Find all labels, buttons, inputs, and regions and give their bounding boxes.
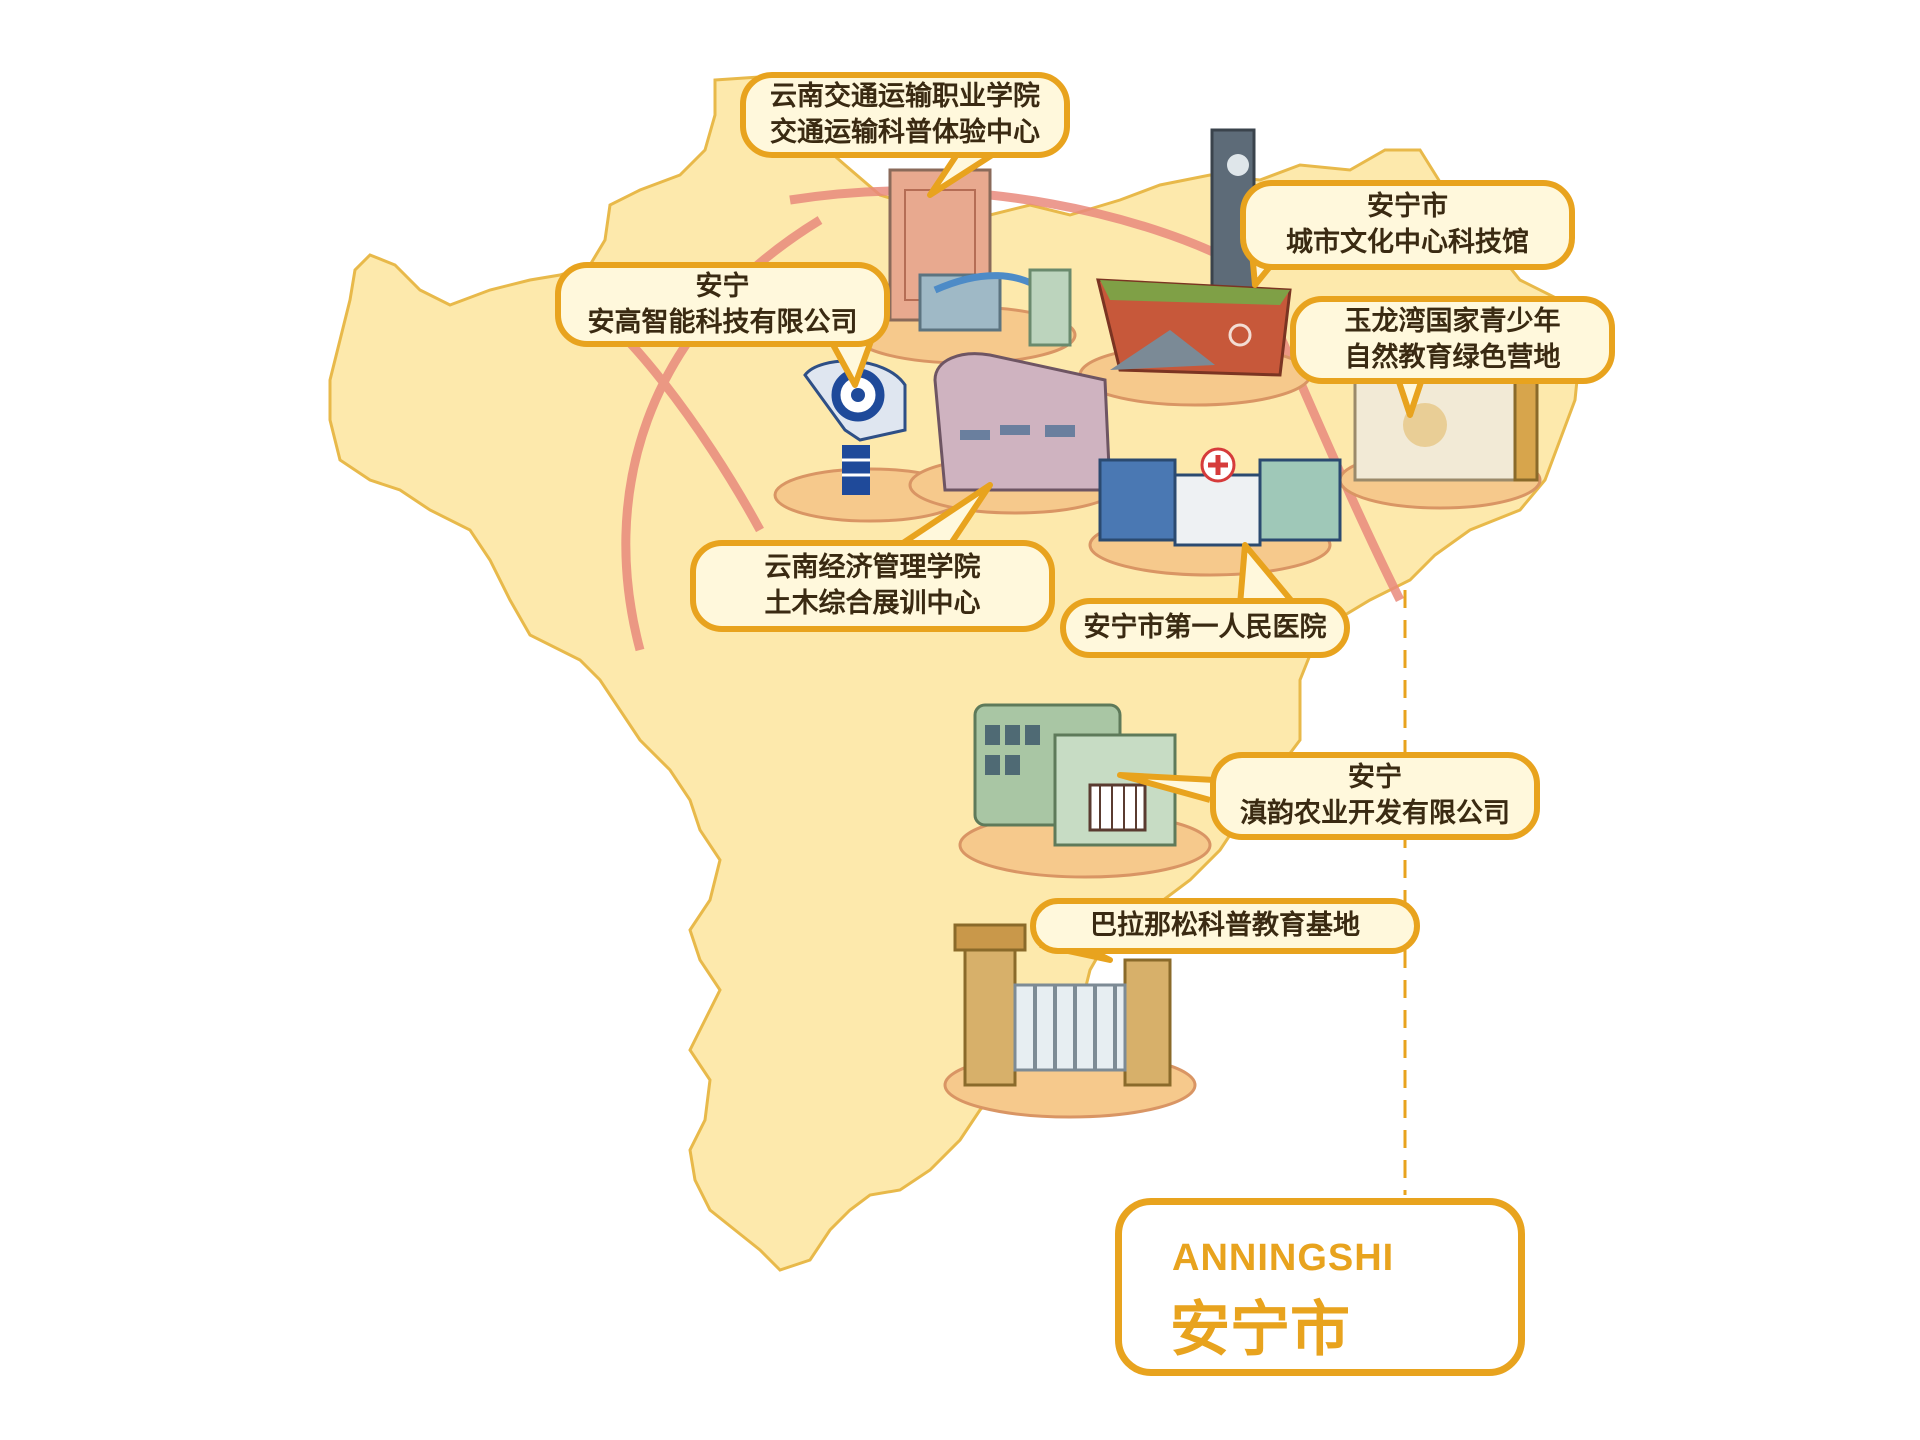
city-name-zh: 安宁市 bbox=[1170, 1295, 1350, 1365]
callout-balanasong-base[interactable]: 巴拉那松科普教育基地 bbox=[1030, 898, 1420, 954]
callout-yulongwan-camp[interactable]: 玉龙湾国家青少年 自然教育绿色营地 bbox=[1290, 296, 1615, 384]
callout-line: 安宁 bbox=[695, 270, 750, 302]
college-building-icon bbox=[888, 168, 1072, 347]
callout-line: 自然教育绿色营地 bbox=[1344, 342, 1561, 373]
callout-line: 巴拉那松科普教育基地 bbox=[1090, 910, 1360, 941]
callout-line: 滇韵农业开发有限公司 bbox=[1240, 798, 1510, 829]
callout-line: 交通运输科普体验中心 bbox=[770, 117, 1040, 148]
callout-line: 城市文化中心科技馆 bbox=[1286, 227, 1529, 258]
hospital-icon bbox=[1098, 447, 1342, 547]
factory-building-icon bbox=[973, 703, 1177, 847]
callout-line: 安宁市第一人民医院 bbox=[1083, 612, 1327, 643]
stone-monument-icon bbox=[1353, 368, 1539, 482]
city-name-box: ANNINGSHI 安宁市 bbox=[1115, 1198, 1525, 1376]
callout-line: 玉龙湾国家青少年 bbox=[1344, 306, 1561, 337]
callout-line: 安高智能科技有限公司 bbox=[587, 306, 858, 338]
callout-line: 安宁 bbox=[1348, 762, 1402, 793]
callout-yunnan-transport-college[interactable]: 云南交通运输职业学院 交通运输科普体验中心 bbox=[740, 72, 1070, 158]
city-name-en: ANNINGSHI bbox=[1172, 1237, 1395, 1279]
callout-economics-college[interactable]: 云南经济管理学院 土木综合展训中心 bbox=[690, 540, 1055, 632]
callout-culture-center[interactable]: 安宁市 城市文化中心科技馆 bbox=[1240, 180, 1575, 270]
callout-line: 安宁市 bbox=[1367, 191, 1448, 222]
callout-line: 云南经济管理学院 bbox=[764, 552, 981, 583]
callout-first-hospital[interactable]: 安宁市第一人民医院 bbox=[1060, 598, 1350, 658]
callout-dianyun-agriculture[interactable]: 安宁 滇韵农业开发有限公司 bbox=[1210, 752, 1540, 840]
callout-angao-tech[interactable]: 安宁 安高智能科技有限公司 bbox=[555, 262, 890, 347]
callout-line: 云南交通运输职业学院 bbox=[770, 81, 1040, 112]
callout-line: 土木综合展训中心 bbox=[764, 588, 981, 619]
tower-building-icon bbox=[1096, 128, 1292, 377]
robot-head-icon bbox=[803, 359, 907, 495]
training-center-icon bbox=[933, 352, 1112, 492]
gate-icon bbox=[953, 923, 1172, 1087]
